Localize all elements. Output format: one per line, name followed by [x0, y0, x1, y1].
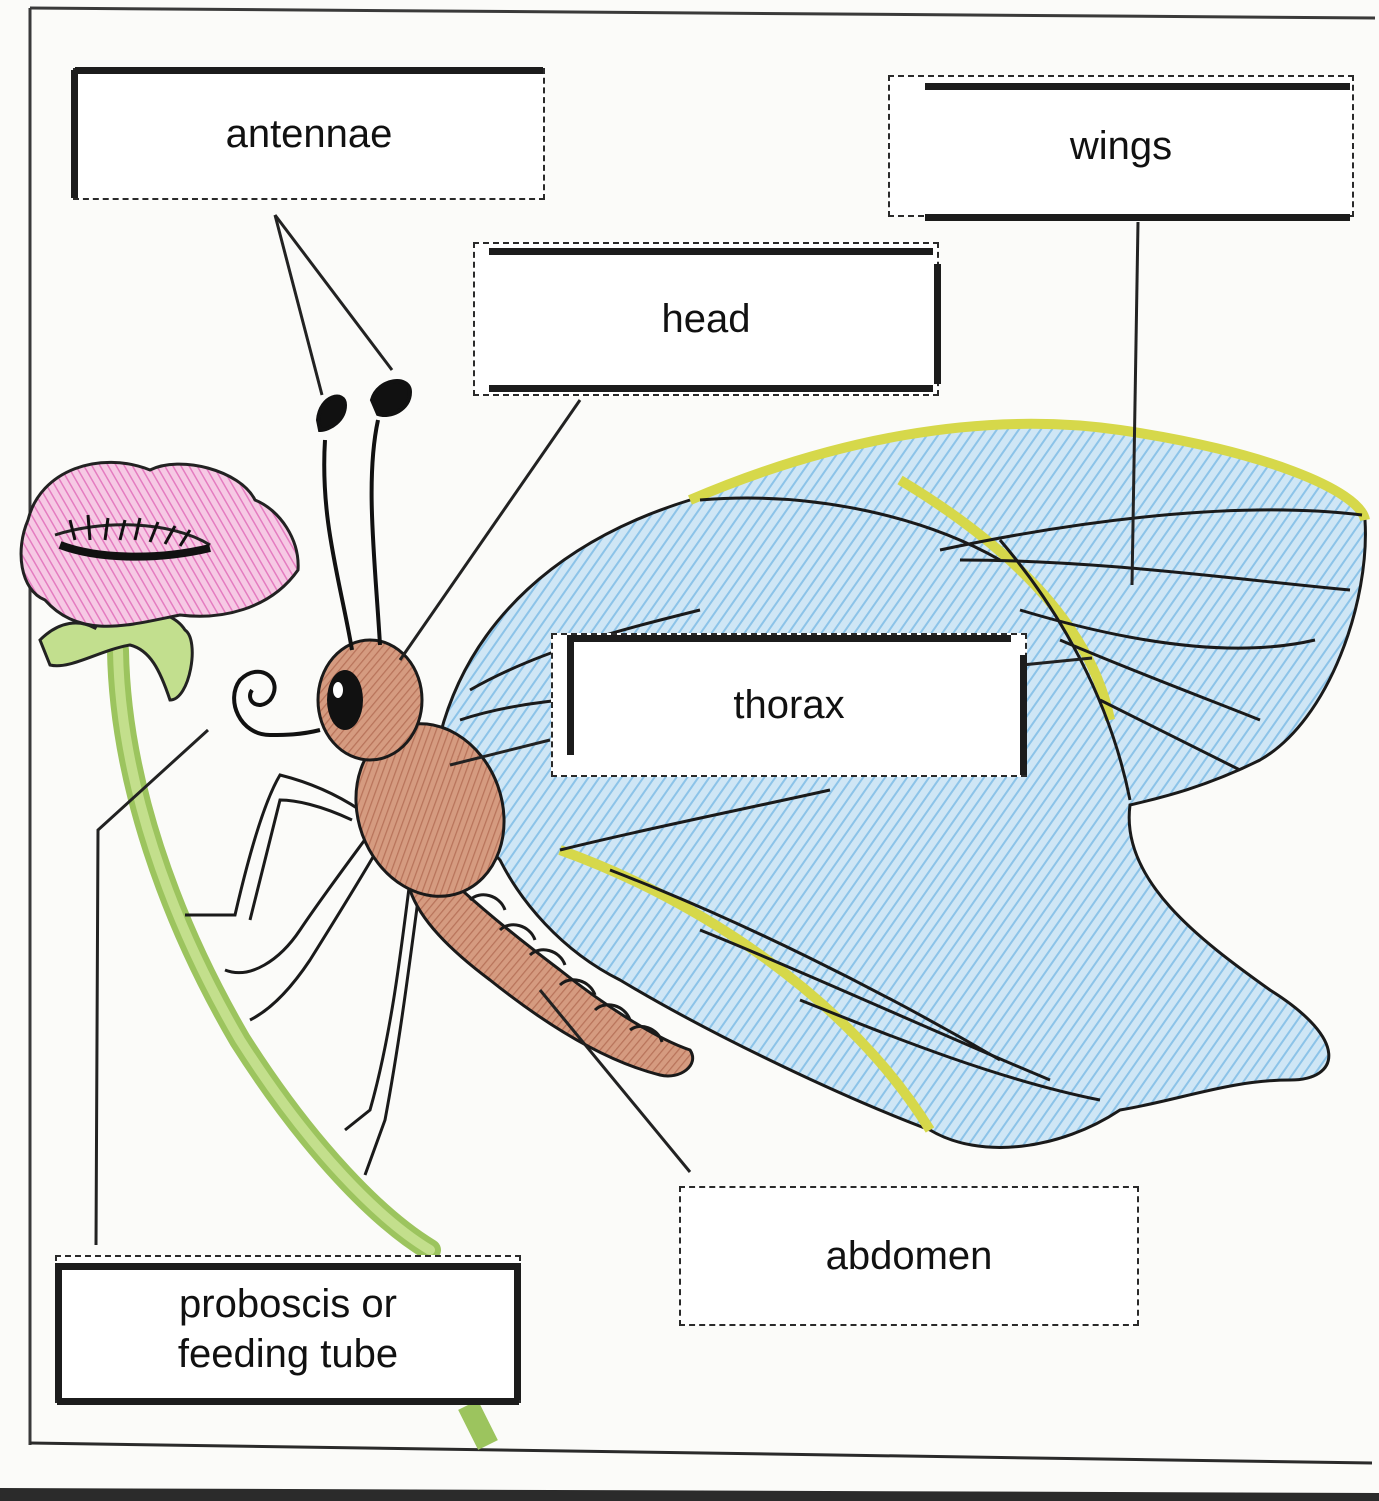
- head-text: head: [662, 294, 751, 344]
- proboscis-line-2: feeding tube: [178, 1332, 398, 1376]
- label-antennae: antennae: [73, 68, 545, 200]
- antennae-text: antennae: [226, 109, 393, 159]
- proboscis-line-1: proboscis or: [179, 1282, 397, 1326]
- label-wings: wings: [888, 75, 1354, 217]
- label-abdomen: abdomen: [679, 1186, 1139, 1326]
- thorax-text: thorax: [733, 680, 844, 730]
- proboscis-text: proboscis or feeding tube: [178, 1279, 398, 1379]
- label-head: head: [473, 242, 939, 396]
- flower: [21, 462, 298, 700]
- label-proboscis: proboscis or feeding tube: [55, 1255, 521, 1403]
- wings-text: wings: [1070, 121, 1172, 171]
- abdomen-text: abdomen: [826, 1231, 993, 1281]
- butterfly-antennae: [318, 381, 410, 650]
- label-thorax: thorax: [551, 633, 1027, 777]
